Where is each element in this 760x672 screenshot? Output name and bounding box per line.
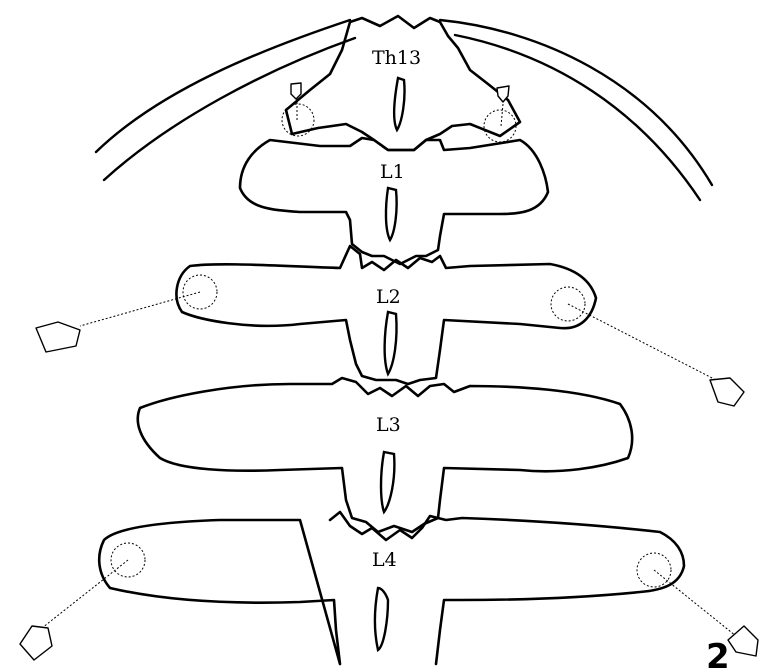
electrode-marker-icon [20, 626, 52, 660]
figure-number: 2 [706, 637, 730, 672]
vertebra-l1 [240, 138, 548, 264]
lead-line [80, 292, 200, 326]
lead-line [42, 560, 128, 628]
label-l3: L3 [376, 414, 401, 436]
left-rib [96, 20, 355, 180]
label-l1: L1 [380, 161, 405, 183]
electrode-marker-icon [710, 378, 744, 406]
vertebra-l2 [176, 246, 596, 384]
label-l4: L4 [372, 549, 397, 571]
right-rib [440, 20, 712, 200]
vertebra-l4 [99, 512, 684, 664]
label-th13: Th13 [372, 47, 421, 69]
lead-line [568, 304, 716, 380]
label-l2: L2 [376, 286, 401, 308]
electrode-marker-icon [36, 322, 80, 352]
electrode-marker-icon [728, 626, 758, 656]
lead-line [654, 570, 736, 636]
electrode-marker-icon [291, 83, 301, 99]
lead-line [501, 104, 503, 126]
vertebra-l3 [138, 378, 632, 532]
